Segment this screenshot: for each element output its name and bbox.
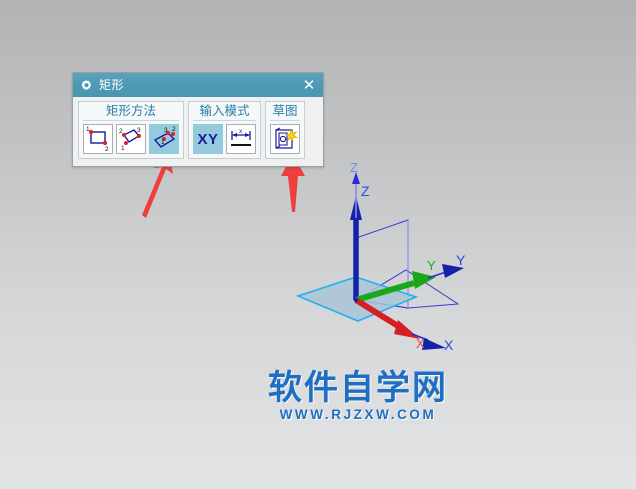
svg-text:1: 1 [86,126,90,133]
group-label-sketch: 草图 [270,103,300,121]
x-axis-label-red: X [416,336,425,351]
arrow-pointing-to-rectangle-method-3 [132,152,180,225]
axes-svg: Z Z Y Y X X [295,160,466,353]
group-input-mode: 输入模式 XY x [188,101,261,159]
svg-text:x: x [239,128,243,135]
rectangle-by-3-points-icon: 2 3 1 [119,127,141,152]
svg-text:2: 2 [119,128,123,135]
y-axis [355,264,464,303]
xy-coordinate-button[interactable]: XY [193,124,223,154]
svg-text:1: 1 [161,139,165,146]
svg-text:2: 2 [105,146,109,152]
sketch-plane-button[interactable] [270,124,300,154]
watermark-chinese-text: 软件自学网 [268,369,448,407]
red-arrow-slanted-icon [142,152,173,218]
dialog-title: 矩形 [99,78,125,92]
svg-text:3: 3 [164,127,168,134]
rectangle-from-center-button[interactable]: 1 3 2 [149,124,179,154]
rectangle-by-2-corners-icon: 1 2 [86,126,109,152]
gear-icon [81,79,92,90]
dialog-body: 矩形方法 1 2 [73,97,323,166]
red-arrow-vertical-icon [281,154,305,212]
close-icon[interactable]: ✕ [302,76,316,94]
group-buttons-sketch [270,124,300,154]
group-rectangle-method: 矩形方法 1 2 [78,101,184,159]
sketch-plane-icon [275,127,298,149]
x-axis [354,297,446,350]
watermark-url-text: WWW.RJZXW.COM [279,407,437,422]
rectangle-from-center-icon: 1 3 2 [153,126,176,148]
group-buttons-input-mode: XY x [193,124,256,154]
dialog-titlebar[interactable]: 矩形 ✕ [73,73,323,97]
dimension-width-button[interactable]: x [226,124,256,154]
arrow-pointing-to-sketch-button [280,154,306,219]
y-axis-label-blue: Y [456,252,466,268]
z-axis-label-outer: Z [350,160,358,175]
svg-text:2: 2 [172,126,176,133]
rectangle-by-3-points-button[interactable]: 2 3 1 [116,124,146,154]
origin-point [353,297,359,303]
z-axis [350,172,362,300]
group-sketch: 草图 [265,101,305,159]
xy-coordinate-label: XY [197,130,219,148]
svg-text:3: 3 [137,127,141,134]
dimension-width-icon: x [231,128,251,146]
3d-coordinate-axes-viewport: Z Z Y Y X X [288,158,493,363]
group-buttons-rectangle-method: 1 2 2 3 1 [83,124,179,154]
group-label-input-mode: 输入模式 [193,103,256,121]
z-axis-label-inner: Z [361,183,370,199]
y-axis-label-green: Y [427,258,436,273]
site-watermark: 软件自学网 WWW.RJZXW.COM [268,369,448,423]
x-axis-label-blue: X [444,337,454,353]
group-label-rectangle-method: 矩形方法 [83,103,179,121]
rectangle-dialog[interactable]: 矩形 ✕ 矩形方法 1 2 [72,72,324,167]
rectangle-by-2-corners-button[interactable]: 1 2 [83,124,113,154]
svg-text:1: 1 [121,145,125,152]
